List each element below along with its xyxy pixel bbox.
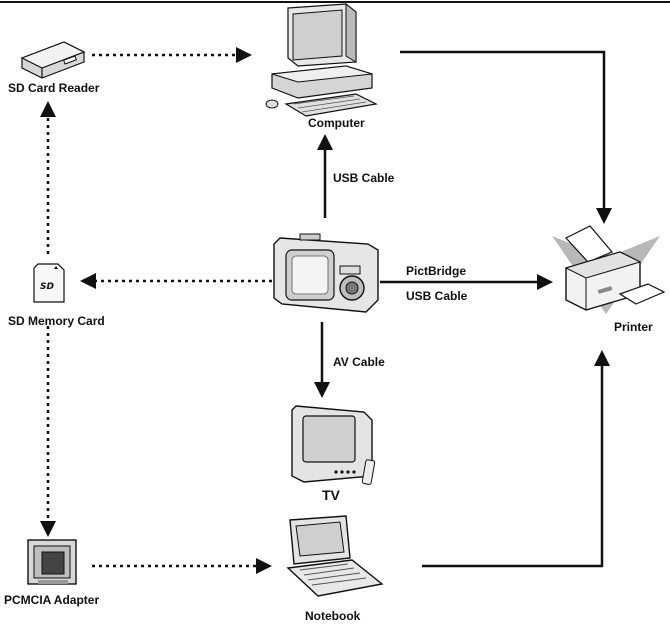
- connector-camera-printer: [380, 274, 553, 290]
- label-printer: Printer: [614, 320, 653, 334]
- label-sd-memory-card: SD Memory Card: [8, 314, 105, 328]
- label-computer: Computer: [308, 116, 365, 130]
- label-pcmcia-adapter: PCMCIA Adapter: [4, 593, 99, 607]
- connector-notebook-printer: [422, 350, 610, 568]
- connector-camera-tv: [314, 322, 330, 398]
- camera-icon: [273, 233, 379, 313]
- connector-camera-sdcard: [80, 273, 272, 289]
- connector-camera-computer: [317, 134, 333, 218]
- printer-icon: [552, 225, 666, 314]
- connector-computer-printer: [400, 50, 612, 224]
- pcmcia-adapter-icon: [27, 539, 77, 585]
- connector-sdcard-pcmcia: [40, 326, 56, 537]
- computer-icon: [265, 2, 378, 117]
- card-reader-icon: [20, 41, 86, 79]
- connector-sdcard-reader: [40, 101, 56, 254]
- connector-reader-computer: [92, 47, 252, 63]
- tv-icon: [291, 405, 376, 485]
- svg-text:SD: SD: [40, 282, 54, 292]
- connector-pcmcia-notebook: [92, 558, 272, 574]
- label-usb-cable-computer: USB Cable: [333, 171, 395, 185]
- label-usb-cable-printer: USB Cable: [406, 289, 468, 303]
- label-pictbridge: PictBridge: [406, 264, 466, 278]
- label-sd-card-reader: SD Card Reader: [8, 81, 100, 95]
- sd-card-icon: SD: [33, 263, 65, 303]
- label-tv: TV: [322, 487, 341, 503]
- notebook-icon: [286, 515, 384, 597]
- label-av-cable: AV Cable: [333, 355, 385, 369]
- label-notebook: Notebook: [305, 609, 361, 623]
